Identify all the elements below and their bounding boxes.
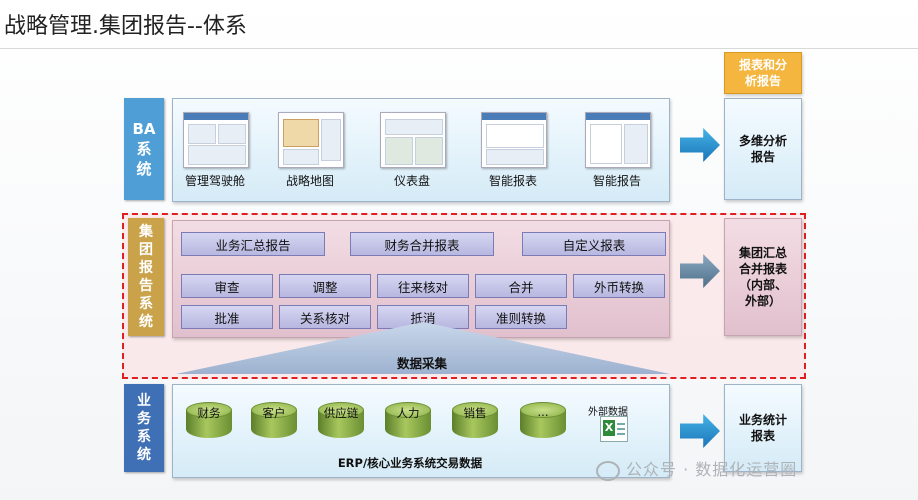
gaap-conversion-button[interactable]: 准则转换	[475, 305, 567, 329]
ba-item-label: 仪表盘	[393, 174, 430, 188]
ba-system-label: BA 系 统	[124, 98, 164, 200]
sales-database-icon	[452, 402, 498, 438]
thumbnail-header	[482, 113, 546, 120]
approve-button[interactable]: 批准	[181, 305, 273, 329]
thumbnail-pane	[283, 149, 319, 165]
finance-database-icon	[186, 402, 232, 438]
erp-data-label: ERP/核心业务系统交易数据	[337, 456, 483, 470]
smart-report-thumbnail	[481, 112, 547, 168]
thumbnail-pane	[321, 119, 341, 161]
thumbnail-pane	[188, 124, 216, 144]
watermark: 公众号 · 数据化运营圈	[596, 456, 797, 481]
supply-chain-database-icon	[318, 402, 364, 438]
currency-translation-button[interactable]: 外币转换	[573, 274, 665, 298]
data-collection-label: 数据采集	[396, 356, 447, 371]
financial-consolidated-statement-button[interactable]: 财务合并报表	[350, 232, 494, 256]
thumbnail-pane	[188, 145, 246, 165]
database-label: 客户	[262, 406, 286, 420]
thumbnail-pane	[486, 124, 544, 148]
title-divider	[0, 48, 918, 49]
thumbnail-pane	[415, 137, 443, 165]
page-title: 战略管理.集团报告--体系	[4, 14, 247, 39]
thumbnail-header	[586, 113, 650, 120]
wechat-icon	[596, 460, 620, 481]
customer-database-icon	[251, 402, 297, 438]
business-system-label: 业 务 系 统	[124, 384, 164, 472]
thumbnail-header	[184, 113, 248, 120]
watermark-text: 公众号 · 数据化运营圈	[626, 460, 798, 479]
database-label: 销售	[463, 406, 487, 420]
intercompany-reconciliation-button[interactable]: 往来核对	[377, 274, 469, 298]
strategy-map-thumbnail	[278, 112, 344, 168]
ba-output-arrow	[680, 128, 720, 162]
relationship-check-button[interactable]: 关系核对	[279, 305, 371, 329]
ba-item-label: 战略地图	[285, 174, 334, 188]
database-label: 财务	[197, 406, 221, 420]
thumbnail-pane	[218, 124, 246, 144]
thumbnail-pane	[624, 124, 648, 164]
ba-item-label: 管理驾驶舱	[184, 174, 245, 188]
database-label: 供应链	[323, 406, 359, 420]
report-analysis-header: 报表和分 析报告	[724, 52, 802, 94]
adjust-button[interactable]: 调整	[279, 274, 371, 298]
database-label: ...	[537, 405, 549, 419]
thumbnail-pane	[486, 149, 544, 165]
business-statistics-report-box: 业务统计 报表	[724, 384, 802, 472]
thumbnail-pane	[385, 137, 413, 165]
spreadsheet-icon: X	[600, 416, 628, 442]
external-data-label: 外部数据	[588, 407, 628, 418]
review-button[interactable]: 审查	[181, 274, 273, 298]
management-cockpit-thumbnail	[183, 112, 249, 168]
group-reporting-system-label: 集 团 报 告 系 统	[128, 218, 164, 336]
business-summary-report-button[interactable]: 业务汇总报告	[181, 232, 325, 256]
database-label: 人力	[396, 406, 420, 420]
consolidate-button[interactable]: 合并	[475, 274, 567, 298]
more-database-icon	[520, 402, 566, 438]
thumbnail-pane	[385, 119, 443, 135]
dashboard-thumbnail	[380, 112, 446, 168]
multidimensional-analysis-report-box: 多维分析 报告	[724, 98, 802, 200]
business-output-arrow	[680, 414, 720, 448]
thumbnail-pane	[283, 119, 319, 147]
thumbnail-pane	[590, 124, 622, 164]
smart-analysis-report-thumbnail	[585, 112, 651, 168]
ba-item-label: 智能报表	[488, 174, 537, 188]
group-consolidated-report-box: 集团汇总 合并报表 （内部、 外部）	[724, 218, 802, 336]
ba-item-label: 智能报告	[592, 174, 641, 188]
custom-report-button[interactable]: 自定义报表	[522, 232, 666, 256]
hr-database-icon	[385, 402, 431, 438]
